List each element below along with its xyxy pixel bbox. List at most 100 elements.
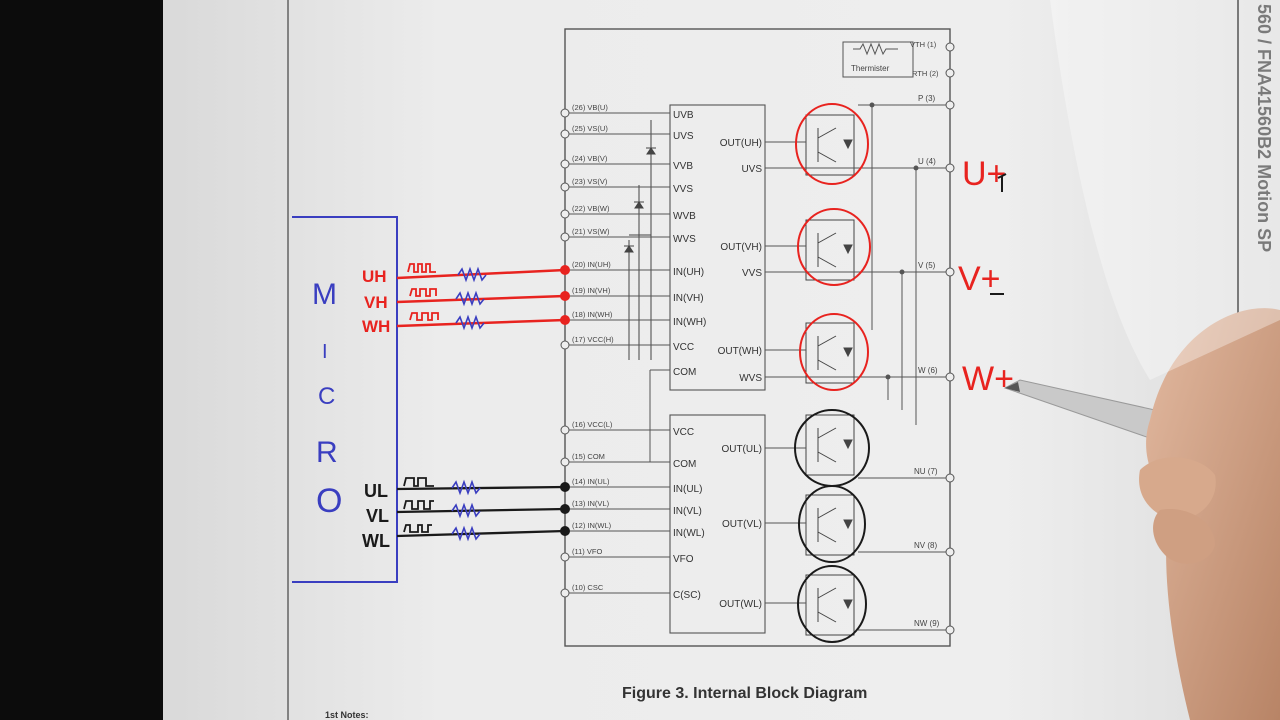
low-signal-resistors bbox=[451, 479, 481, 542]
igbt-switches bbox=[805, 114, 855, 636]
lic-l0: VCC bbox=[673, 427, 694, 438]
low-signal-labels: UL VL WL bbox=[362, 481, 390, 551]
pin-nw: NW (9) bbox=[914, 619, 940, 628]
hic-l2: VVB bbox=[673, 161, 693, 172]
pin-rth: RTH (2) bbox=[912, 69, 939, 78]
hic-r5: WVS bbox=[739, 373, 762, 384]
lic-r1: OUT(VL) bbox=[722, 519, 762, 530]
pin-nu: NU (7) bbox=[914, 467, 938, 476]
lic-l1: COM bbox=[673, 459, 696, 470]
left-pin-terminals bbox=[560, 108, 570, 598]
lic-l2: IN(UL) bbox=[673, 484, 702, 495]
high-signal-labels: UH VH WH bbox=[362, 267, 390, 336]
pin-25: (25) VS(U) bbox=[572, 124, 608, 133]
hic-l6: IN(UH) bbox=[673, 267, 704, 278]
low-side-ic bbox=[669, 414, 766, 634]
label-vh: VH bbox=[364, 293, 388, 312]
paper-sheet bbox=[163, 0, 1280, 720]
micro-letter-i: I bbox=[322, 341, 328, 363]
low-ic-labels: VCC COM IN(UL) IN(VL) IN(WL) VFO C(SC) O… bbox=[673, 427, 762, 610]
pen-and-hand bbox=[1003, 308, 1280, 720]
high-ic-labels: UVB UVS VVB VVS WVB WVS IN(UH) IN(VH) IN… bbox=[673, 110, 762, 384]
hic-l4: WVB bbox=[673, 211, 696, 222]
label-wh: WH bbox=[362, 317, 390, 336]
lic-r0: OUT(UL) bbox=[721, 444, 762, 455]
paper-shadow bbox=[1050, 0, 1280, 380]
hic-l7: IN(VH) bbox=[673, 293, 704, 304]
hic-r0: OUT(UH) bbox=[720, 138, 762, 149]
pin-u: U (4) bbox=[918, 157, 936, 166]
lic-l4: IN(WL) bbox=[673, 528, 705, 539]
lic-l6: C(SC) bbox=[673, 590, 701, 601]
phase-tick-marks bbox=[990, 173, 1007, 295]
pin-15: (15) COM bbox=[572, 452, 605, 461]
phase-u-plus: U+ bbox=[962, 155, 1006, 193]
left-pin-wiring bbox=[565, 112, 670, 594]
pin-13: (13) IN(VL) bbox=[572, 499, 610, 508]
high-signal-nodes bbox=[560, 265, 570, 325]
pin-26: (26) VB(U) bbox=[572, 103, 608, 112]
igbt-highlight-circles bbox=[794, 103, 871, 643]
hic-r4: OUT(WH) bbox=[718, 346, 762, 357]
high-side-ic bbox=[669, 104, 766, 391]
hic-r2: OUT(VH) bbox=[720, 242, 762, 253]
pin-11: (11) VFO bbox=[572, 547, 602, 556]
notes-heading: 1st Notes: bbox=[325, 710, 369, 720]
right-pin-labels: P (3) U (4) V (5) W (6) NU (7) NV (8) NW… bbox=[914, 94, 940, 628]
micro-letter-o: O bbox=[316, 482, 342, 520]
module-outline bbox=[564, 28, 951, 647]
pin-nv: NV (8) bbox=[914, 541, 937, 550]
pin-22: (22) VB(W) bbox=[572, 204, 610, 213]
high-signal-pulses bbox=[407, 263, 439, 321]
hic-l10: COM bbox=[673, 367, 696, 378]
pin-12: (12) IN(WL) bbox=[572, 521, 612, 530]
pin-19: (19) IN(VH) bbox=[572, 286, 611, 295]
pin-10: (10) CSC bbox=[572, 583, 604, 592]
label-ul: UL bbox=[364, 481, 388, 501]
thermistor-label: Thermister bbox=[851, 64, 890, 73]
phase-labels: U+ V+ W+ bbox=[958, 155, 1014, 398]
right-pin-terminals bbox=[945, 42, 955, 635]
lic-l3: IN(VL) bbox=[673, 506, 702, 517]
hic-l8: IN(WH) bbox=[673, 317, 706, 328]
label-wl: WL bbox=[362, 531, 390, 551]
pin-18: (18) IN(WH) bbox=[572, 310, 613, 319]
pin-23: (23) VS(V) bbox=[572, 177, 608, 186]
high-signal-wires bbox=[396, 268, 566, 328]
label-uh: UH bbox=[362, 267, 387, 286]
pin-p: P (3) bbox=[918, 94, 936, 103]
hic-l9: VCC bbox=[673, 342, 694, 353]
power-wiring bbox=[765, 102, 950, 631]
lic-l5: VFO bbox=[673, 554, 694, 565]
hic-l5: WVS bbox=[673, 234, 696, 245]
micro-letter-c: C bbox=[318, 383, 335, 410]
vertical-header: 560 / FNA41560B2 Motion SP bbox=[1254, 4, 1274, 252]
lic-r2: OUT(WL) bbox=[719, 599, 762, 610]
phase-v-plus: V+ bbox=[958, 260, 1001, 298]
pin-w: W (6) bbox=[918, 366, 938, 375]
label-vl: VL bbox=[366, 506, 389, 526]
micro-letter-r: R bbox=[316, 436, 338, 469]
phase-w-plus: W+ bbox=[962, 360, 1014, 398]
hic-l0: UVB bbox=[673, 110, 694, 121]
micro-box bbox=[292, 216, 398, 583]
pin-21: (21) VS(W) bbox=[572, 227, 610, 236]
hic-l3: VVS bbox=[673, 184, 693, 195]
pin-14: (14) IN(UL) bbox=[572, 477, 610, 486]
micro-letter-m: M bbox=[312, 278, 337, 311]
hic-r1: UVS bbox=[741, 164, 762, 175]
hic-r3: VVS bbox=[742, 268, 762, 279]
pin-17: (17) VCC(H) bbox=[572, 335, 614, 344]
bootstrap-diodes bbox=[624, 120, 656, 360]
pin-20: (20) IN(UH) bbox=[572, 260, 611, 269]
low-signal-wires bbox=[396, 485, 566, 538]
hic-l1: UVS bbox=[673, 131, 694, 142]
figure-caption: Figure 3. Internal Block Diagram bbox=[622, 685, 867, 702]
high-signal-resistors bbox=[455, 266, 487, 331]
micro-letters: M I C R O bbox=[312, 278, 342, 520]
pin-v: V (5) bbox=[918, 261, 936, 270]
pin-vth: VTH (1) bbox=[910, 40, 937, 49]
low-signal-pulses bbox=[403, 477, 434, 533]
low-signal-nodes bbox=[560, 482, 570, 536]
